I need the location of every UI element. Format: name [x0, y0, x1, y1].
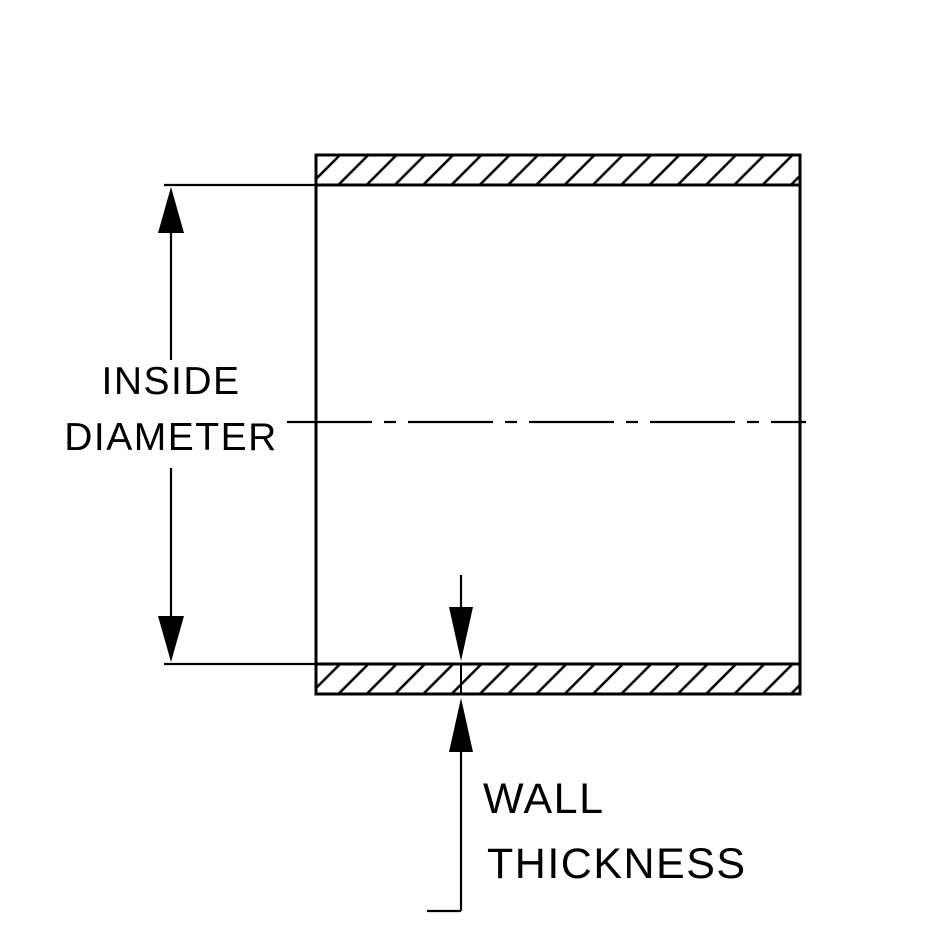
inside-diameter-label-line2: DIAMETER — [64, 416, 278, 459]
inside-diameter-label-line1: INSIDE — [101, 360, 240, 403]
inside-diameter-arrow-up — [158, 187, 184, 233]
tube-bottom-wall — [314, 662, 802, 696]
wall-thickness-label-line1: WALL — [483, 775, 605, 823]
wall-thickness-arrow-up — [449, 698, 473, 752]
wall-thickness-arrow-down — [449, 607, 473, 661]
tube-top-wall — [314, 153, 802, 187]
wall-thickness-label-line2: THICKNESS — [487, 840, 747, 888]
inside-diameter-arrow-down — [158, 616, 184, 662]
